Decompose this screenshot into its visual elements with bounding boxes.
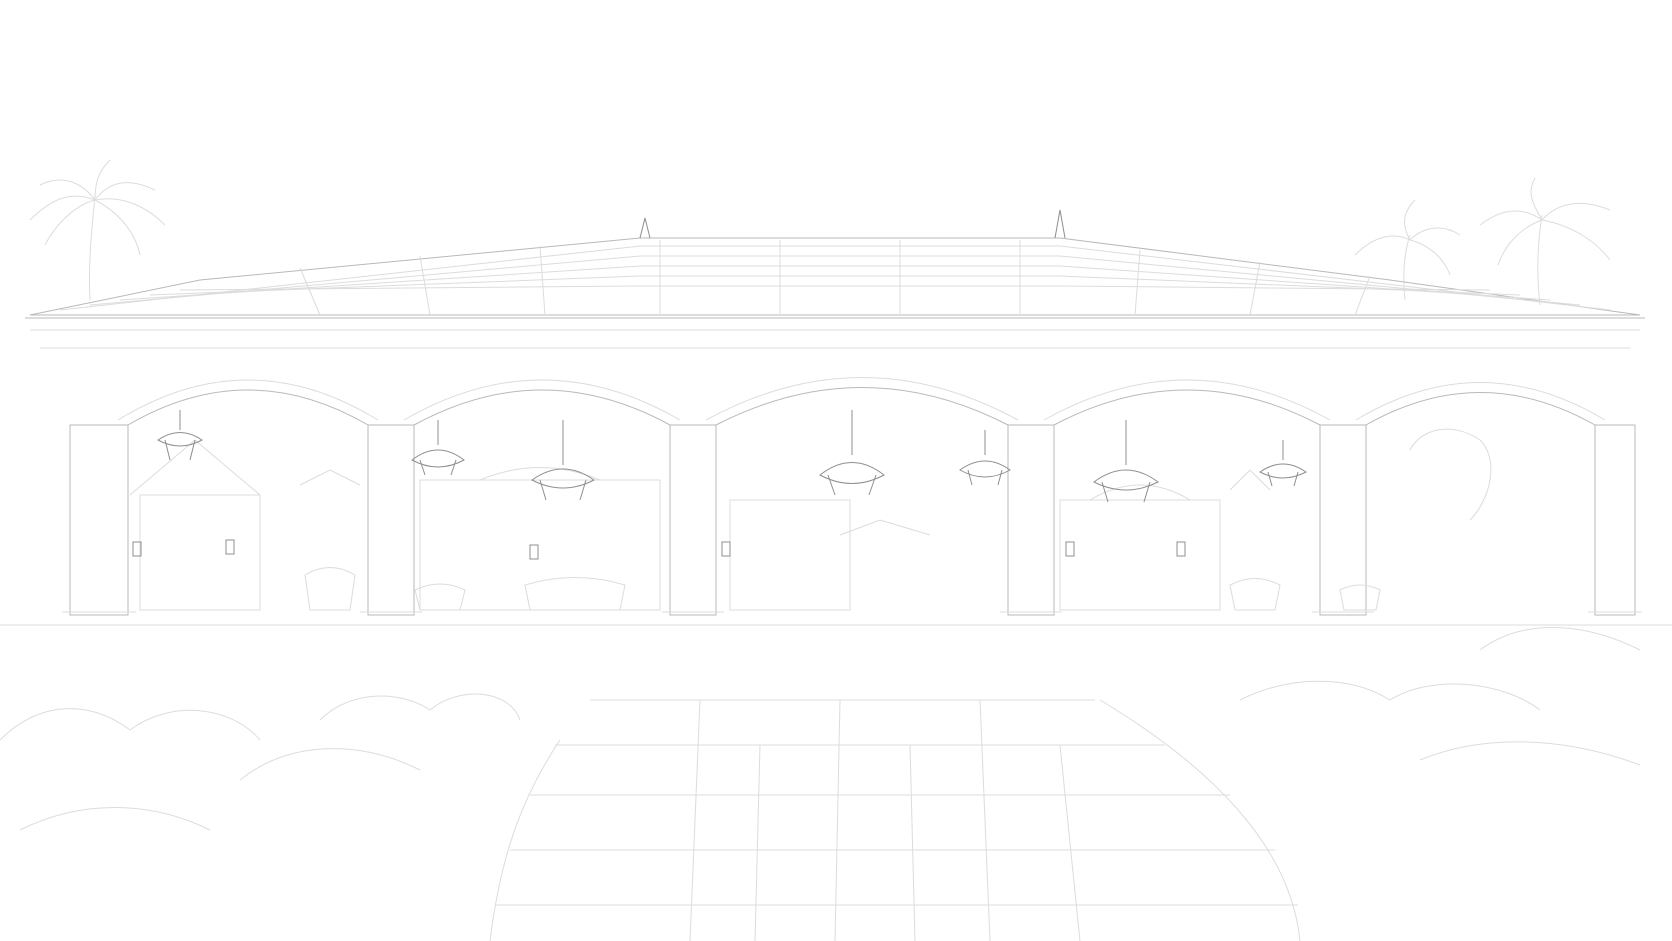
- shrubs-right: [1239, 627, 1641, 766]
- wall-lanterns: [132, 539, 1186, 560]
- cornice: [25, 317, 1645, 349]
- chandelier-7: [1259, 440, 1307, 487]
- palm-tree-left: [29, 159, 166, 301]
- paved-driveway: [489, 699, 1301, 941]
- chandelier-2: [411, 420, 465, 476]
- palm-tree-right-2: [1479, 177, 1611, 306]
- planters: [304, 567, 1381, 611]
- chandelier-5: [959, 430, 1011, 486]
- arcade: [62, 377, 1642, 616]
- chandelier-1: [157, 410, 203, 461]
- chandelier-3: [531, 420, 595, 501]
- interior-buildings: [129, 428, 1492, 611]
- palm-tree-right-1: [1354, 199, 1461, 301]
- tiled-roof: [29, 209, 1641, 316]
- chandelier-4: [819, 410, 885, 496]
- chandelier-6: [1093, 420, 1159, 503]
- shrubs-left: [0, 693, 521, 831]
